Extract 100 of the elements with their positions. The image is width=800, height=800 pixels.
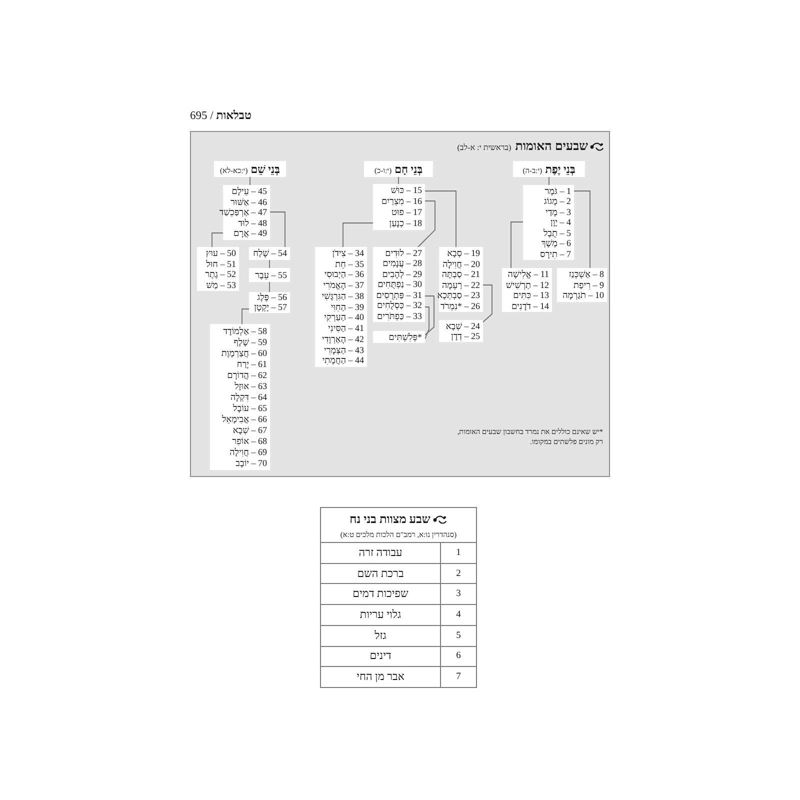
list-item: 22 – רַעְמָה [442, 280, 480, 290]
connector-line [424, 190, 456, 248]
list-box [210, 324, 270, 470]
list-item: 42 – הָאַרְוָדִי [322, 334, 364, 344]
list-box [557, 268, 607, 302]
connector-line [270, 212, 286, 248]
list-item: 43 – הַצְּמָרִי [324, 344, 364, 355]
connector-line [424, 296, 434, 336]
list-item: 51 – חוּל [206, 258, 236, 268]
heading: בְּנֵי יֶפֶת [545, 164, 576, 176]
list-item: 62 – הֲדוֹרָם [227, 370, 267, 380]
list-item: 61 – יָרַח [236, 358, 267, 368]
list-item: 67 – שְׁבָא [232, 424, 267, 434]
heading-box [214, 161, 286, 177]
list-item: 33 – כַּפְתֹּרִים [377, 310, 422, 321]
list-box [439, 247, 483, 312]
list-item: 26 – *נִמְרֹד [440, 300, 480, 310]
connector-line [212, 232, 224, 248]
list-item: 47 – אַרְפַּכְשַׁד [219, 207, 267, 218]
list-item: 55 – עֵבֶר [255, 270, 287, 280]
connector-line [398, 176, 399, 184]
list-item: 52 – גֶתֶר [205, 269, 236, 279]
list-item: 38 – הַגִּרְגָּשִׁי [322, 290, 364, 301]
list-item: 58 – אַלְמוֹדָד [223, 326, 267, 336]
list-item: 29 – לְהָבִים [382, 268, 422, 279]
connector-line [548, 176, 550, 186]
list-item: 30 – נַפְתֻּחִים [378, 279, 422, 290]
connector-line [424, 306, 430, 340]
list-item: 63 – אוּזָל [234, 380, 267, 390]
list-item: 59 – שָׁלֶף [234, 336, 267, 346]
list-item: 54 – שָׁלַח [253, 248, 287, 258]
heading-box [364, 161, 433, 177]
list-item: 1 – גֹּמֶר [544, 186, 571, 196]
connector-line [342, 222, 374, 248]
name-box [373, 331, 425, 343]
list-item: 32 – כַּסְלֻחִים [376, 300, 422, 310]
connector-line [482, 284, 492, 322]
table-cell: 7 [440, 666, 477, 688]
list-item: 15 – כּוּשׁ [390, 185, 422, 195]
list-box [373, 247, 425, 322]
list-item: 4 – יָוָן [550, 217, 571, 228]
connector-line [510, 222, 524, 268]
list-item: 70 – יוֹבָב [236, 458, 267, 468]
list-item: 21 – סַבְתָּה [442, 269, 480, 279]
list-box [439, 320, 483, 342]
list-item: 56 – פֶּלֶג [257, 292, 287, 302]
list-item: 5 – תֻבָל [543, 228, 571, 238]
list-item: 66 – אֲבִימָאֵל [222, 414, 267, 424]
list-item: 24 – שְׁבָא [446, 321, 480, 331]
list-item: 12 – תַרְשִׁישׁ [506, 280, 549, 290]
list-item: 14 – דֹדָנִים [511, 300, 549, 310]
list-item: 23 – סַבְתְּכָא [437, 290, 480, 300]
list-item: 31 – פַּתְרֻסִים [376, 290, 422, 300]
list-item: 65 – עוֹבָל [233, 402, 267, 412]
connector-line [269, 282, 270, 292]
list-item: 48 – לוּד [238, 218, 267, 228]
list-item: 17 – פוּט [392, 207, 422, 217]
list-item: 36 – הַיְבוּסִי [324, 269, 364, 280]
list-item: 50 – עוּץ [206, 248, 236, 258]
list-item: 10 – תֹגַרְמָה [562, 290, 604, 300]
list-item: 2 – מָגוֹג [544, 196, 571, 206]
heading-box [513, 161, 585, 177]
list-item: 34 – צִידֹן [332, 248, 364, 258]
list-item: *פְּלִשְׁתִּים [388, 332, 422, 342]
list-box [373, 184, 425, 230]
name-box [249, 268, 290, 282]
list-item: 7 – תִירָס [540, 248, 571, 259]
list-box [315, 247, 367, 367]
list-item: 44 – הַחֲמָתִי [322, 355, 364, 366]
list-item: 37 – הָאֱמֹרִי [323, 280, 364, 290]
connector-line [418, 200, 436, 248]
list-item: 13 – כִּתִּים [513, 290, 549, 300]
list-box [502, 268, 552, 312]
list-item: 6 – מֶשֶׁךְ [541, 238, 571, 248]
list-item: 9 – רִיפַת [574, 280, 604, 290]
list-box [523, 185, 574, 260]
list-item: 46 – אַשּׁוּר [230, 196, 267, 207]
list-item: 41 – הַסִּינִי [328, 323, 364, 334]
list-item: 20 – חֲוִילָה [442, 258, 480, 268]
list-item: 39 – הַחִוִּי [330, 302, 364, 312]
list-item: 57 – יָקְטָן [254, 302, 287, 312]
list-item: 45 – עֵילָם [232, 186, 267, 196]
panel-title: שבעים האומות [515, 139, 588, 154]
list-item: 69 – חֲוִילָה [230, 446, 267, 456]
list-item: 18 – כְנָעַן [389, 218, 422, 228]
connector-line [574, 190, 590, 268]
list-item: 60 – חֲצַרְמָוֶת [221, 348, 267, 358]
list-item: 53 – מַשׁ [206, 280, 236, 290]
heading: בְּנֵי חָם [394, 164, 423, 176]
connector-line [269, 260, 270, 268]
list-box [249, 292, 290, 313]
list-item: 19 – סְבָא [447, 248, 480, 258]
panel [190, 131, 610, 477]
list-item: 3 – מָדַי [545, 206, 571, 217]
name-box [249, 247, 290, 260]
list-item: 40 – הַעַרְקִי [324, 312, 364, 322]
heading: בְּנֵי שֵׁם [250, 164, 280, 176]
list-item: 16 – מִצְרַיִם [382, 196, 422, 206]
list-item: 27 – לוּדִים [385, 248, 422, 258]
list-item: 68 – אוֹפִר [232, 436, 267, 446]
